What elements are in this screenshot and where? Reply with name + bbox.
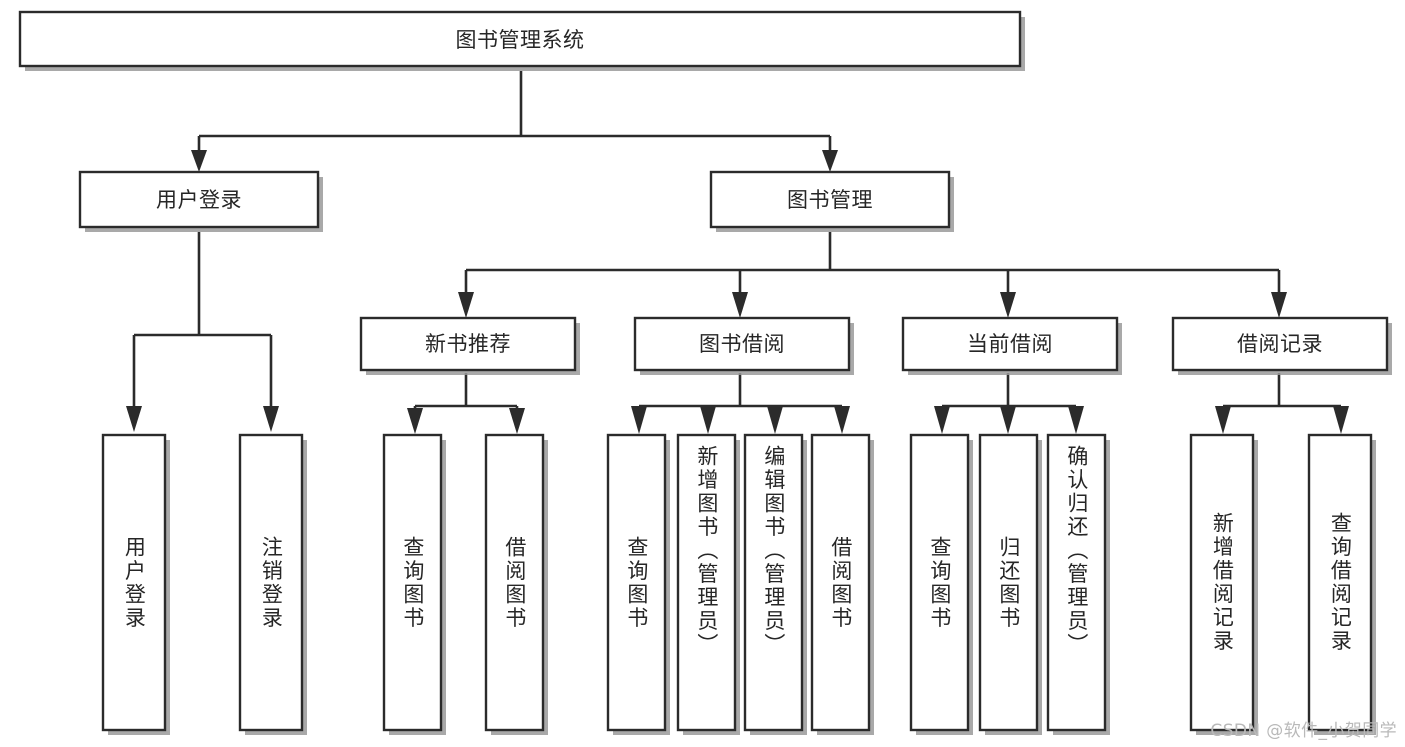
- leaf-node-new-book-1[interactable]: [382, 433, 446, 735]
- leaf-box: [909, 433, 970, 732]
- leaf-node-user-login-2[interactable]: [238, 433, 307, 735]
- arrow-borrowrecord-leaf-2: [1333, 406, 1349, 434]
- book-manage-box: [709, 170, 951, 229]
- node-new-book-recommend[interactable]: 新书推荐: [359, 316, 580, 375]
- arrow-bookborrow-leaf-3: [767, 406, 783, 434]
- node-user-login[interactable]: 用户登录: [78, 170, 323, 232]
- leaf-node-book-borrow-2[interactable]: [676, 433, 740, 735]
- arrow-to-user-login: [191, 150, 207, 172]
- arrow-borrowrecord-leaf-1: [1215, 406, 1231, 434]
- arrow-to-newbook: [458, 292, 474, 318]
- leaf-node-new-book-2[interactable]: [484, 433, 548, 735]
- current-borrow-label: 当前借阅: [967, 332, 1053, 356]
- book-borrow-label: 图书借阅: [699, 332, 785, 356]
- current-borrow-box: [901, 316, 1119, 372]
- arrow-userlogin-leaf-1: [126, 406, 142, 432]
- arrow-currentborrow-leaf-2: [1000, 406, 1016, 434]
- arrow-bookborrow-leaf-2: [700, 406, 716, 434]
- arrow-to-book-manage: [822, 150, 838, 172]
- leaf-node-book-borrow-4[interactable]: [810, 433, 874, 735]
- leaf-box: [101, 433, 167, 732]
- arrow-bookborrow-leaf-1: [631, 406, 647, 434]
- leaf-box: [484, 433, 545, 732]
- node-borrow-record[interactable]: 借阅记录: [1171, 316, 1392, 375]
- leaf-node-borrow-record-2[interactable]: [1307, 433, 1376, 735]
- arrow-newbook-leaf-2: [509, 408, 525, 434]
- node-root[interactable]: 图书管理系统: [18, 10, 1025, 71]
- leaf-box: [382, 433, 443, 732]
- arrow-to-currentborrow: [1000, 292, 1016, 318]
- leaf-box: [238, 433, 304, 732]
- leaf-box: [743, 433, 804, 732]
- leaf-box: [676, 433, 737, 732]
- book-manage-label: 图书管理: [787, 188, 873, 212]
- user-login-box: [78, 170, 320, 229]
- leaf-node-current-borrow-1[interactable]: [909, 433, 973, 735]
- leaf-box: [810, 433, 871, 732]
- root-label: 图书管理系统: [456, 28, 585, 52]
- user-login-label: 用户登录: [156, 188, 242, 212]
- leaf-node-current-borrow-3[interactable]: [1046, 433, 1110, 735]
- leaf-box: [1189, 433, 1255, 732]
- csdn-watermark: CSDN @软件_小贺同学: [1210, 721, 1397, 741]
- leaf-node-borrow-record-1[interactable]: [1189, 433, 1258, 735]
- book-borrow-box: [633, 316, 851, 372]
- leaf-box: [978, 433, 1039, 732]
- connector-layer: [126, 71, 1349, 434]
- leaf-node-current-borrow-2[interactable]: [978, 433, 1042, 735]
- arrow-currentborrow-leaf-1: [934, 406, 950, 434]
- new-book-box: [359, 316, 577, 372]
- borrow-record-box: [1171, 316, 1389, 372]
- borrow-record-label: 借阅记录: [1237, 332, 1323, 356]
- node-book-borrow[interactable]: 图书借阅: [633, 316, 854, 375]
- leaf-box: [1046, 433, 1107, 732]
- root-box: [18, 10, 1022, 68]
- leaf-node-book-borrow-1[interactable]: [606, 433, 670, 735]
- new-book-label: 新书推荐: [425, 332, 511, 356]
- arrow-bookborrow-leaf-4: [834, 406, 850, 434]
- leaf-node-user-login-1[interactable]: [101, 433, 170, 735]
- arrow-currentborrow-leaf-3: [1068, 406, 1084, 434]
- leaf-box: [606, 433, 667, 732]
- node-current-borrow[interactable]: 当前借阅: [901, 316, 1122, 375]
- arrow-to-bookborrow: [732, 292, 748, 318]
- arrow-userlogin-leaf-2: [263, 406, 279, 432]
- node-book-manage[interactable]: 图书管理: [709, 170, 954, 232]
- leaf-box: [1307, 433, 1373, 732]
- leaf-node-book-borrow-3[interactable]: [743, 433, 807, 735]
- arrow-to-borrowrecord: [1271, 292, 1287, 318]
- arrow-newbook-leaf-1: [407, 408, 423, 434]
